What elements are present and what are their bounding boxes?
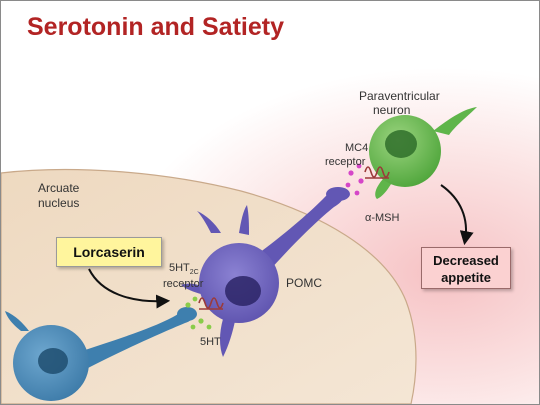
- effect-line2: appetite: [441, 270, 491, 285]
- alpha-msh-label: α-MSH: [365, 212, 400, 224]
- pomc-neuron: [181, 187, 350, 357]
- alpha-msh-dots: [345, 163, 364, 196]
- slide-title: Serotonin and Satiety: [27, 13, 284, 41]
- paraventricular-label-line1: Paraventricular: [359, 89, 440, 103]
- decreased-appetite-box: Decreased appetite: [421, 247, 511, 289]
- serotonin-dots: [185, 296, 212, 330]
- arcuate-label-line1: Arcuate: [38, 181, 80, 195]
- lorcaserin-arrow: [88, 268, 171, 309]
- mc4-receptor-icon: [364, 166, 390, 179]
- appetite-arrow: [440, 184, 474, 246]
- serotonin-label: 5HT: [200, 336, 221, 348]
- arcuate-label-line2: nucleus: [38, 196, 79, 210]
- 5ht2c-label-line2: receptor: [163, 278, 204, 290]
- 5ht2c-receptor-icon: [198, 297, 224, 310]
- paraventricular-label-line2: neuron: [373, 103, 410, 117]
- mc4-label-line2: receptor: [325, 156, 366, 168]
- lorcaserin-box: Lorcaserin: [56, 237, 162, 267]
- mc4-label-line1: MC4: [345, 142, 368, 154]
- 5ht2c-label-line1: 5HT2C: [169, 262, 199, 276]
- effect-line1: Decreased: [433, 253, 499, 268]
- serotonergic-neuron: [5, 307, 197, 401]
- pomc-label: POMC: [286, 276, 322, 290]
- paraventricular-neuron: [369, 107, 477, 199]
